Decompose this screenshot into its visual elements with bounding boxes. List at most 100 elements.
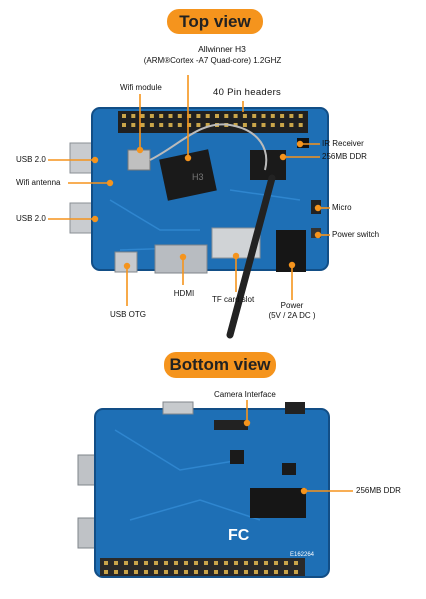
header-pin [124,570,128,574]
cpu-chip-text: H3 [192,172,204,182]
header-pin [131,114,136,118]
header-pin [174,570,178,574]
header-pin [104,570,108,574]
header-pin [274,570,278,574]
header-pin [204,570,208,574]
bottom-board: FC E162264 [77,401,330,578]
header-pin [242,123,247,127]
top-callout-lines [48,75,330,306]
header-pin [177,114,182,118]
header-pin [284,561,288,565]
usb-label-1: USB 2.0 [16,155,46,164]
header-pin [224,561,228,565]
cpu-label-line2: (ARM®Cortex -A7 Quad-core) 1.2GHZ [143,56,282,65]
header-pin [252,123,257,127]
ddr-label-top: 256MB DDR [322,152,367,161]
usb-otg-port [114,251,138,273]
ddr-chip-top [250,150,286,180]
header-pin [214,570,218,574]
cpu-label-line1: Allwinner H3 [198,44,246,54]
bottom-callout-dots [243,419,308,495]
header-pin [289,123,294,127]
pin-header-top [118,111,308,133]
header-pin [215,114,219,118]
header-pin [168,114,173,118]
top-callout-dots [91,140,322,270]
header-pin [280,123,285,127]
header-pin [261,114,266,118]
header-pin [164,561,168,565]
header-pin [224,114,229,118]
header-pin [168,123,173,127]
header-pin [134,561,138,565]
header-pin [254,570,258,574]
power-label-line2: (5V / 2A DC ) [268,311,316,320]
header-pin [261,123,266,127]
fc-mark: FC [228,527,250,544]
header-pin [264,570,268,574]
header-pin [194,561,198,565]
header-pin [154,570,158,574]
header-pin [149,123,154,127]
header-pin [144,561,148,565]
wifi-antenna-label: Wifi antenna [16,178,61,187]
bottom-view-title: Bottom view [164,352,276,378]
header-pin [214,561,218,565]
header-pin [187,123,192,127]
power-label-line1: Power [280,301,304,310]
header-pin [114,570,118,574]
header-pin [294,570,298,574]
usb-label-2: USB 2.0 [16,214,46,223]
header-pin [252,114,257,118]
header-pin [280,114,285,118]
header-pin [274,561,278,565]
header-pin [244,570,248,574]
top-view-title: Top view [167,9,263,34]
header-pin [289,114,294,118]
header-pin [234,570,238,574]
header-pin [194,570,198,574]
header-pin [174,561,178,565]
header-pin [149,114,154,118]
header-pin [270,114,275,118]
header-pin [270,123,275,127]
header-pin [187,114,192,118]
header-pin [298,123,303,127]
micro-label: Micro [332,203,352,212]
ddr-chip-bottom [250,488,306,518]
header-pin [184,570,188,574]
header-pin [196,114,201,118]
header-pin [164,570,168,574]
header-pin [234,561,238,565]
header-pin [177,123,182,127]
header-pin [244,561,248,565]
wifi-module-label: Wifi module [120,83,162,92]
header-pin [144,570,148,574]
header-pin [154,561,158,565]
hdmi-label: HDMI [173,289,195,298]
pin-headers-label: 40 Pin headers [213,87,282,98]
pin-header-bottom [100,558,305,576]
header-pin [122,123,126,127]
header-pin [140,114,145,118]
header-pin [140,123,145,127]
header-pin [254,561,258,565]
camera-interface-label: Camera Interface [214,390,276,399]
header-pin [224,570,228,574]
ddr-label-bottom: 256MB DDR [356,486,401,495]
usb-otg-label: USB OTG [109,310,146,319]
header-pin [124,561,128,565]
header-pin [114,561,118,565]
camera-connector [214,420,248,430]
header-pin [184,561,188,565]
header-pin [122,114,126,118]
header-pin [104,561,108,565]
silk-serial: E162264 [290,552,315,558]
header-pin [242,114,247,118]
bottom-callout-lines [246,400,353,492]
header-pin [159,114,164,118]
cpu-chip [159,149,217,201]
ir-receiver-label: IR Receiver [322,139,364,148]
header-pin [284,570,288,574]
